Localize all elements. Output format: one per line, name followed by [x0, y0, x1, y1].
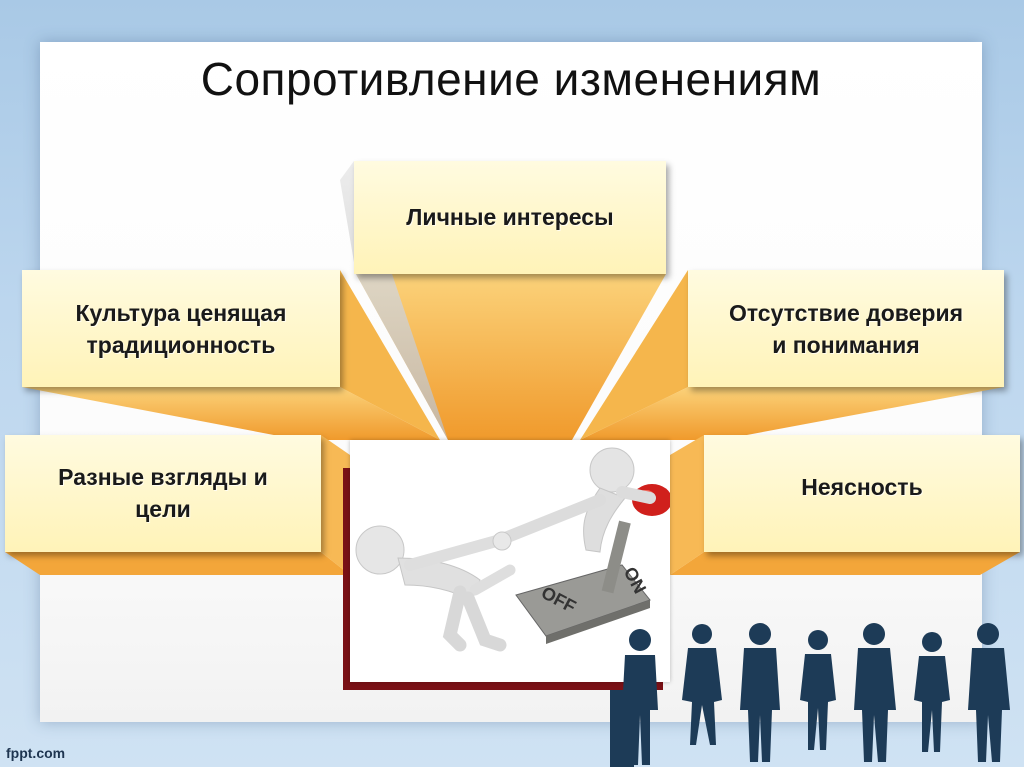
figure-left-head	[355, 525, 405, 575]
ray-right-upper	[580, 387, 1004, 440]
slide-title: Сопротивление изменениям	[200, 53, 822, 105]
factor-ambiguity-label: Неясность	[801, 474, 923, 500]
ray-left-upper-side	[340, 270, 440, 440]
ray-right-lower	[670, 552, 1020, 575]
factor-personal-interests: Личные интересы	[354, 161, 666, 274]
silhouette-5	[854, 623, 896, 762]
silhouette-7	[968, 623, 1010, 762]
factor-culture-line1: Культура ценящая	[75, 299, 287, 326]
factor-trust-line2: и понимания	[772, 331, 920, 358]
ray-right-upper-side	[580, 270, 688, 440]
figure-right-head	[589, 447, 635, 493]
factor-views-line1: Разные взгляды и	[58, 464, 268, 490]
factor-culture: Культура ценящая традиционность	[22, 270, 340, 387]
ray-right-lower-side	[670, 435, 704, 575]
factor-different-views: Разные взгляды и цели	[5, 435, 321, 552]
silhouette-3	[740, 623, 780, 762]
factor-trust-line1: Отсутствие доверия	[728, 299, 964, 326]
footer-site-label: fppt.com	[6, 745, 66, 761]
tug-of-war-switch-icon: OFF ON	[350, 440, 670, 682]
silhouette-6	[914, 632, 950, 752]
factor-ambiguity: Неясность	[704, 435, 1020, 552]
switch-lever	[601, 520, 631, 594]
illustration-drawing: OFF ON	[355, 447, 670, 652]
ray-left-upper	[22, 387, 440, 440]
factor-lack-of-trust: Отсутствие доверия и понимания	[688, 270, 1004, 387]
factor-views-line2: цели	[135, 496, 191, 522]
factor-culture-line2: традиционность	[86, 331, 276, 358]
people-silhouettes-icon	[610, 623, 1010, 767]
silhouette-2	[682, 624, 722, 745]
factor-personal-interests-label: Личные интересы	[406, 204, 614, 230]
silhouette-4	[800, 630, 836, 750]
ray-left-lower-side	[321, 435, 350, 575]
ray-left-lower	[5, 552, 350, 575]
